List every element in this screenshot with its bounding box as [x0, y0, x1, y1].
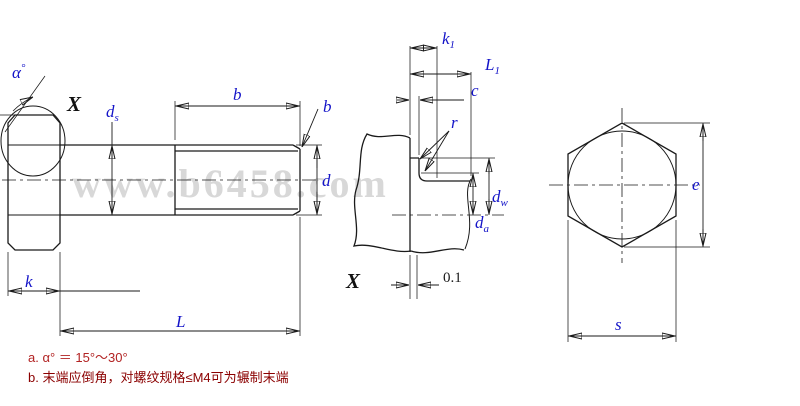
label-k: k [25, 272, 33, 291]
note-b: b. 末端应倒角，对螺纹规格≤M4可为辗制末端 [28, 370, 289, 385]
head-chamfer-circle [567, 130, 677, 240]
chamfer-angle-arc [12, 97, 33, 112]
dim-e [624, 122, 710, 248]
shank-break-line [464, 178, 472, 250]
label-c: c [471, 81, 479, 100]
hex-head-facet-lines [8, 144, 60, 216]
dim-k [7, 252, 140, 296]
chamfer-angle-lines [0, 75, 46, 133]
hex-head-outline [7, 114, 61, 251]
label-detail-marker: X [66, 92, 82, 116]
label-L1: L1 [484, 55, 500, 77]
label-s: s [615, 315, 622, 334]
washer-face-and-fillet [410, 157, 470, 182]
label-da: da [475, 213, 490, 235]
label-d: d [322, 171, 331, 190]
bolt-side-view: α° X ds b b d k L [0, 62, 332, 336]
dim-b-thread [174, 101, 301, 146]
label-dw: dw [492, 187, 509, 209]
head-section-break-outline [352, 133, 465, 254]
shank-and-thread [60, 144, 301, 216]
detail-circle [0, 105, 66, 177]
label-e: e [692, 175, 700, 194]
detail-extension-lines [409, 46, 472, 178]
label-r: r [451, 113, 458, 132]
label-k1: k1 [442, 29, 455, 51]
hexagon-outline [567, 122, 677, 248]
label-alpha: α° [12, 62, 26, 82]
label-b-thread: b [233, 85, 242, 104]
dim-dw [421, 157, 495, 215]
note-a: a. α° ＝ 15°～30° [28, 350, 128, 365]
dim-d [296, 144, 322, 216]
runout-tolerance [391, 255, 439, 299]
label-b-end: b [323, 97, 332, 116]
hex-end-view: e s [549, 108, 710, 342]
dim-da [421, 172, 479, 215]
label-runout-value: 0.1 [443, 270, 462, 286]
dim-s [567, 220, 677, 342]
dim-L [59, 217, 301, 336]
leader-r [420, 130, 450, 171]
label-detail-view-title: X [345, 269, 361, 293]
label-L: L [175, 312, 185, 331]
detail-view: k1 L1 c r dw da X 0.1 [345, 29, 509, 299]
leader-b-end [302, 108, 319, 147]
label-ds: ds [106, 102, 119, 124]
hex-centerlines [549, 108, 700, 263]
watermark: www.b6458.com [72, 161, 389, 206]
